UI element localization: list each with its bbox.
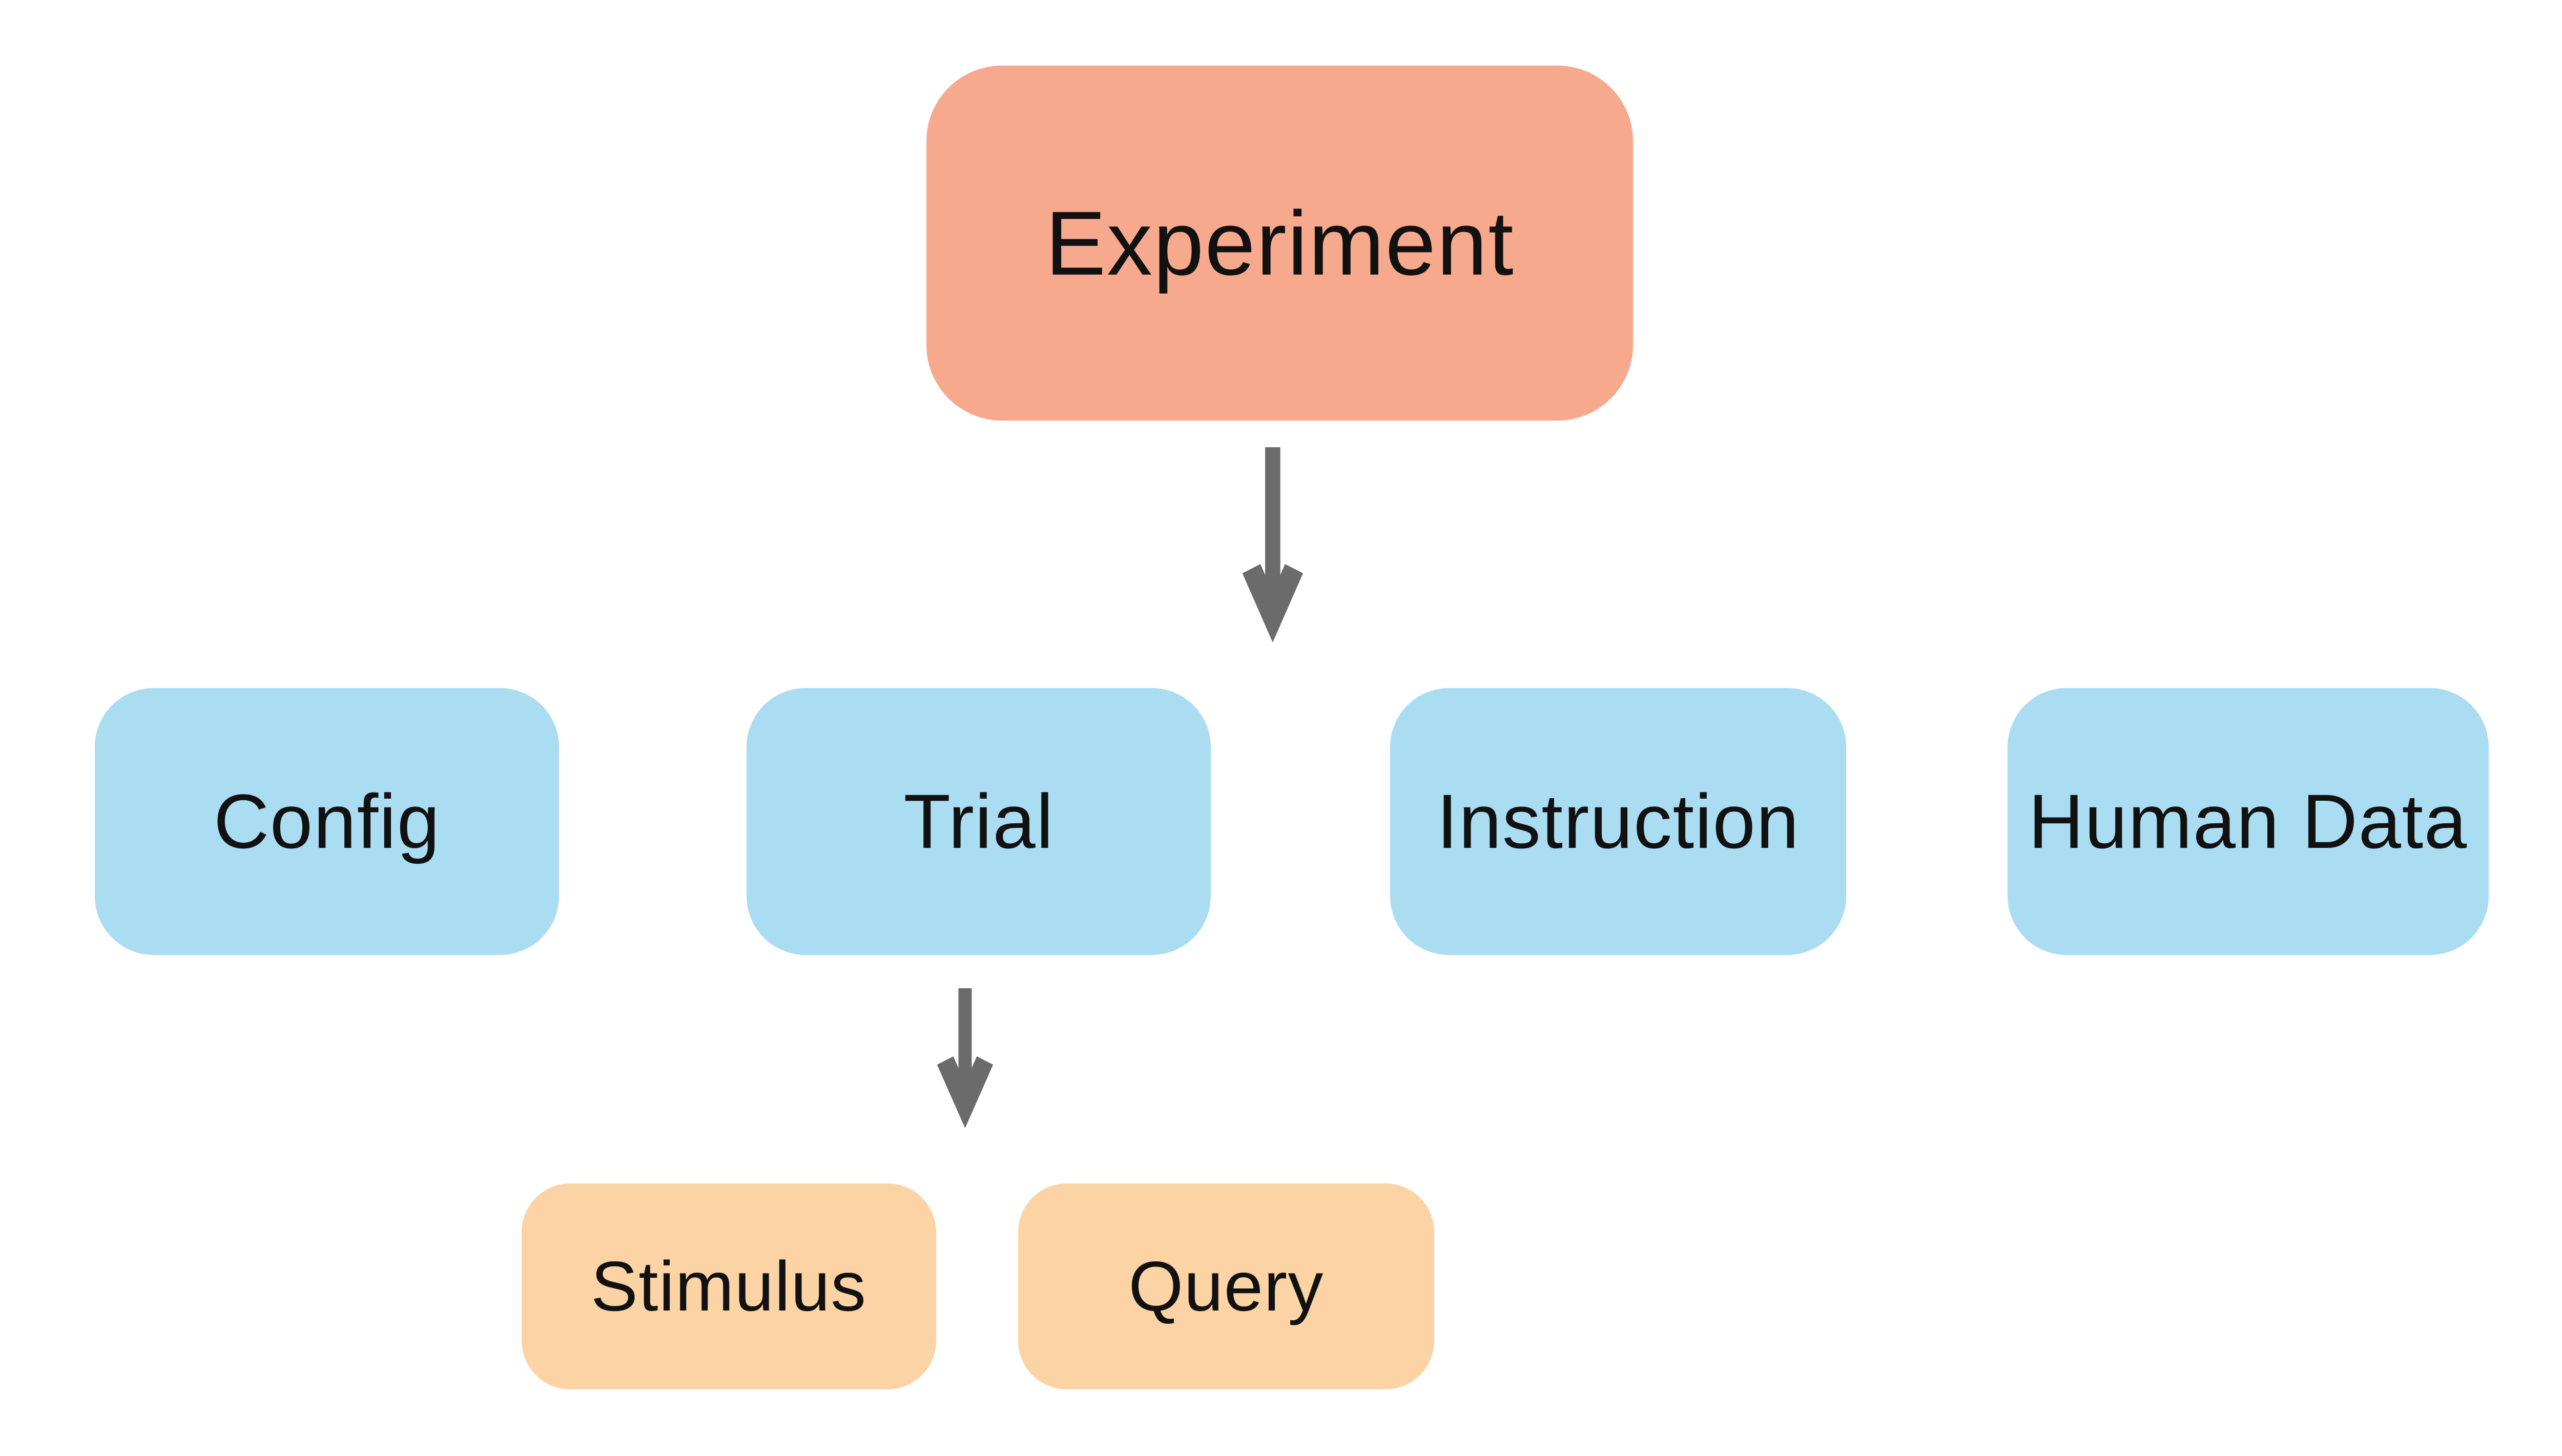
node-config-label: Config (213, 778, 441, 865)
arrow-experiment-to-trial-icon (1242, 447, 1303, 643)
node-trial-label: Trial (903, 778, 1055, 865)
node-stimulus-label: Stimulus (591, 1247, 867, 1326)
node-instruction-label: Instruction (1436, 778, 1800, 865)
node-stimulus: Stimulus (521, 1183, 936, 1390)
node-trial: Trial (747, 688, 1211, 955)
node-experiment-label: Experiment (1045, 192, 1515, 294)
node-human-data: Human Data (2007, 688, 2489, 955)
node-query-label: Query (1128, 1247, 1324, 1326)
node-query: Query (1018, 1183, 1434, 1390)
node-instruction: Instruction (1390, 688, 1846, 955)
node-config: Config (95, 688, 560, 955)
node-human-data-label: Human Data (2028, 778, 2468, 865)
arrow-trial-to-children-icon (937, 988, 994, 1129)
node-experiment: Experiment (926, 65, 1633, 421)
